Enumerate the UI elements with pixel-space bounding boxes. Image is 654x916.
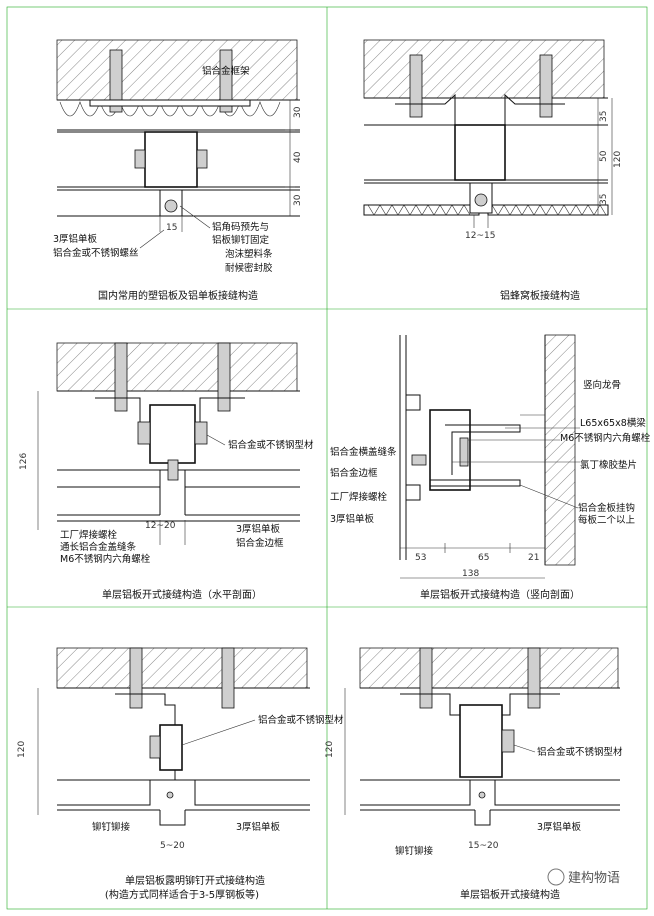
p2-dim-120: 120	[613, 151, 623, 168]
p6-dim-gap: 15~20	[468, 841, 499, 851]
p5-dim-120: 120	[17, 741, 27, 758]
p4-label-cover: 铝合金横盖缝条	[330, 446, 397, 458]
p1-label-angle2: 铝板铆钉固定	[212, 234, 270, 246]
p2-caption: 铝蜂窝板接缝构造	[500, 289, 580, 302]
p5-label-panel: 3厚铝单板	[236, 821, 281, 833]
p6-label-rivet: 铆钉铆接	[395, 845, 434, 857]
p1-dim-30b: 30	[293, 194, 303, 206]
p3-dim-126: 126	[19, 453, 29, 470]
p4-dim-138: 138	[462, 569, 479, 579]
p1-caption: 国内常用的塑铝板及铝单板接缝构造	[98, 289, 258, 302]
panel-4: 53 65 21 138 竖向龙骨 L65x65x8横梁 M6不锈钢内六角螺栓 …	[330, 334, 651, 601]
p4-label-panel: 3厚铝单板	[330, 513, 375, 525]
p5-dim-gap: 5~20	[160, 841, 185, 851]
p1-label-sealant: 耐候密封胶	[225, 262, 273, 274]
panel-6: 120 15~20 铝合金或不锈钢型材 3厚铝单板 铆钉铆接 单层铝板开式接缝构…	[325, 647, 623, 901]
p3-label-profile: 铝合金或不锈钢型材	[228, 439, 314, 451]
p3-label-edge: 铝合金边框	[236, 537, 284, 549]
p1-label-screw: 铝合金或不锈钢螺丝	[53, 247, 139, 259]
p3-caption: 单层铝板开式接缝构造（水平剖面）	[102, 588, 262, 601]
sheet-grid	[6, 6, 648, 910]
p4-dim-53: 53	[415, 553, 426, 563]
p3-label-m6: M6不锈钢内六角螺栓	[60, 553, 151, 565]
wechat-icon	[547, 868, 565, 886]
p4-label-m6: M6不锈钢内六角螺栓	[560, 432, 651, 444]
p4-label-gasket: 氯丁橡胶垫片	[580, 459, 637, 471]
panel-3: 126 12~20 铝合金或不锈钢型材 工厂焊接螺栓 通长铝合金盖缝条 M6不锈…	[19, 342, 314, 601]
p6-label-profile: 铝合金或不锈钢型材	[537, 746, 623, 758]
p4-label-hook2: 每板二个以上	[578, 514, 636, 526]
p1-label-frame: 铝合金框架	[202, 65, 250, 77]
p6-caption: 单层铝板开式接缝构造	[460, 888, 560, 901]
p6-dim-120: 120	[325, 741, 335, 758]
p1-label-angle1: 铝角码预先与	[212, 221, 269, 233]
p1-label-foam: 泡沫塑料条	[225, 248, 273, 260]
p5-label-rivet: 铆钉铆接	[92, 821, 131, 833]
p1-dim-15: 15	[166, 223, 177, 233]
p5-caption-note: (构造方式同样适合于3-5厚钢板等)	[105, 888, 259, 901]
p1-dim-30a: 30	[293, 106, 303, 118]
panel-2: 35 50 35 120 12~15 铝蜂窝板接缝构造	[363, 39, 623, 302]
p3-label-panel: 3厚铝单板	[236, 523, 281, 535]
watermark-text: 建构物语	[568, 871, 620, 886]
p1-label-panel: 3厚铝单板	[53, 233, 98, 245]
panel-5: 120 5~20 铝合金或不锈钢型材 铆钉铆接 3厚铝单板 单层铝板露明铆钉开式…	[17, 647, 344, 901]
p4-dim-21: 21	[528, 553, 539, 563]
watermark: 建构物语	[547, 868, 620, 886]
p4-caption: 单层铝板开式接缝构造（竖向剖面）	[420, 588, 580, 601]
p3-label-weld-bolt: 工厂焊接螺栓	[60, 529, 118, 541]
p3-dim-gap: 12~20	[145, 521, 176, 531]
p2-dim-35b: 35	[599, 194, 609, 205]
p5-caption: 单层铝板露明铆钉开式接缝构造	[125, 874, 265, 887]
p5-label-profile: 铝合金或不锈钢型材	[258, 714, 344, 726]
p4-dim-65: 65	[478, 553, 489, 563]
p2-dim-35a: 35	[599, 111, 609, 122]
p1-dim-40: 40	[293, 151, 303, 163]
panel-1: 30 40 30 15 铝合金框架 3厚铝单板 铝合金或不锈钢螺丝 铝角码预先与…	[53, 39, 303, 302]
p2-dim-gap: 12~15	[465, 231, 495, 241]
p4-label-hook: 铝合金板挂钩	[578, 502, 635, 514]
p4-label-beam: L65x65x8横梁	[580, 417, 646, 429]
p4-label-edge: 铝合金边框	[330, 467, 378, 479]
p2-dim-50: 50	[599, 150, 609, 162]
p6-label-panel: 3厚铝单板	[537, 821, 582, 833]
p3-label-cover-strip: 通长铝合金盖缝条	[60, 541, 137, 553]
p4-label-stud: 竖向龙骨	[583, 379, 621, 391]
p4-label-weld: 工厂焊接螺栓	[330, 491, 388, 503]
